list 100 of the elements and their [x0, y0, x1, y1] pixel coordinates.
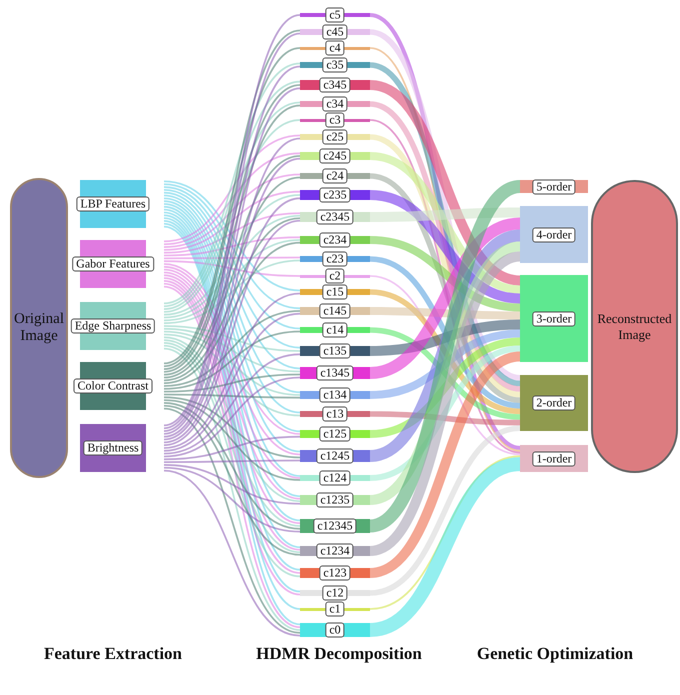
input-capsule: Original Image: [10, 178, 68, 478]
flow-link: [370, 256, 520, 409]
component-label: c245: [319, 148, 351, 164]
flow-link: [164, 408, 300, 634]
stage-heading: Feature Extraction: [44, 644, 182, 664]
component-label: c1235: [316, 492, 354, 508]
order-label: 5-order: [532, 179, 576, 194]
flow-link: [164, 260, 300, 324]
flow-link: [370, 307, 520, 320]
component-label: c12345: [313, 518, 357, 534]
flow-link: [164, 325, 300, 352]
feature-label: Gabor Features: [72, 256, 154, 272]
flow-link: [164, 376, 300, 458]
flow-link: [368, 242, 522, 505]
component-label: c14: [322, 322, 348, 338]
flow-link: [370, 411, 520, 426]
component-label: c135: [319, 344, 351, 358]
component-label: c1: [325, 602, 345, 616]
feature-label: Edge Sharpness: [70, 318, 156, 334]
component-label: c12: [322, 586, 348, 600]
flow-link: [370, 327, 520, 420]
flow-link: [368, 352, 522, 578]
flow-link: [164, 404, 300, 556]
flow-link: [370, 346, 520, 481]
flow-link: [370, 455, 520, 610]
component-label: c345: [319, 78, 351, 92]
component-label: c35: [322, 58, 348, 72]
component-label: c2: [325, 268, 345, 284]
flow-link: [164, 328, 300, 372]
flow-link: [164, 464, 300, 505]
flow-link: [164, 460, 300, 464]
component-label: c235: [319, 188, 351, 202]
flow-link: [370, 320, 520, 356]
flow-link: [164, 399, 300, 481]
component-label: c1234: [316, 544, 354, 558]
flow-link: [164, 256, 300, 260]
flow-link: [164, 190, 300, 251]
order-label: 2-order: [532, 396, 576, 410]
component-label: c234: [319, 232, 351, 248]
component-label: c125: [319, 426, 351, 442]
flow-link: [164, 310, 300, 387]
flow-link: [164, 180, 300, 292]
component-label: c34: [322, 96, 348, 112]
flow-link: [368, 80, 522, 286]
flow-link: [164, 436, 300, 460]
component-label: c1245: [316, 448, 354, 464]
flow-link: [164, 214, 300, 318]
component-label: c145: [319, 304, 351, 318]
flow-link: [164, 152, 300, 246]
component-label: c3: [325, 112, 345, 128]
component-label: c5: [325, 8, 345, 22]
flow-link: [370, 119, 520, 454]
feature-label: Color Contrast: [74, 378, 152, 394]
component-label: c45: [322, 24, 348, 40]
flow-link: [369, 152, 521, 294]
component-label: c15: [322, 284, 348, 300]
flow-link: [164, 353, 300, 455]
flow-link: [164, 242, 300, 384]
flow-link: [370, 275, 520, 456]
feature-label: LBP Features: [76, 196, 150, 212]
output-capsule: Reconstructed Image: [591, 180, 678, 473]
flow-link: [369, 425, 521, 596]
order-label: 4-order: [532, 227, 576, 242]
order-label: 1-order: [532, 451, 576, 466]
component-label: c13: [322, 406, 348, 422]
flow-link: [164, 217, 300, 382]
flow-link: [370, 330, 520, 399]
component-label: c123: [319, 566, 351, 580]
stage-heading: Genetic Optimization: [476, 644, 634, 664]
flow-link: [368, 457, 522, 637]
flow-link: [164, 134, 300, 242]
flow-link: [368, 230, 522, 462]
stage-heading: HDMR Decomposition: [256, 644, 422, 664]
flow-link: [369, 218, 521, 379]
flow-link: [368, 252, 522, 556]
flow-link: [164, 260, 300, 277]
component-label: c24: [322, 168, 348, 184]
order-label: 3-order: [532, 311, 576, 326]
flow-link: [370, 236, 520, 312]
flow-link: [164, 239, 300, 322]
flow-link: [164, 348, 300, 631]
flow-link: [164, 396, 300, 458]
flow-link: [164, 212, 300, 254]
component-label: c124: [319, 470, 351, 486]
component-label: c2345: [316, 210, 354, 224]
flow-link: [370, 208, 520, 222]
component-label: c23: [322, 252, 348, 266]
component-label: c4: [325, 40, 345, 56]
feature-label: Brightness: [83, 440, 143, 456]
flow-link: [164, 466, 300, 532]
flow-link: [164, 174, 300, 248]
flow-link: [369, 173, 521, 403]
flow-link: [164, 236, 300, 256]
flow-link: [164, 394, 300, 399]
component-label: c1345: [316, 366, 354, 380]
flow-link: [164, 402, 300, 530]
flow-link: [370, 289, 520, 414]
component-label: c25: [322, 130, 348, 144]
flow-link: [369, 190, 521, 304]
flow-link: [164, 374, 300, 393]
